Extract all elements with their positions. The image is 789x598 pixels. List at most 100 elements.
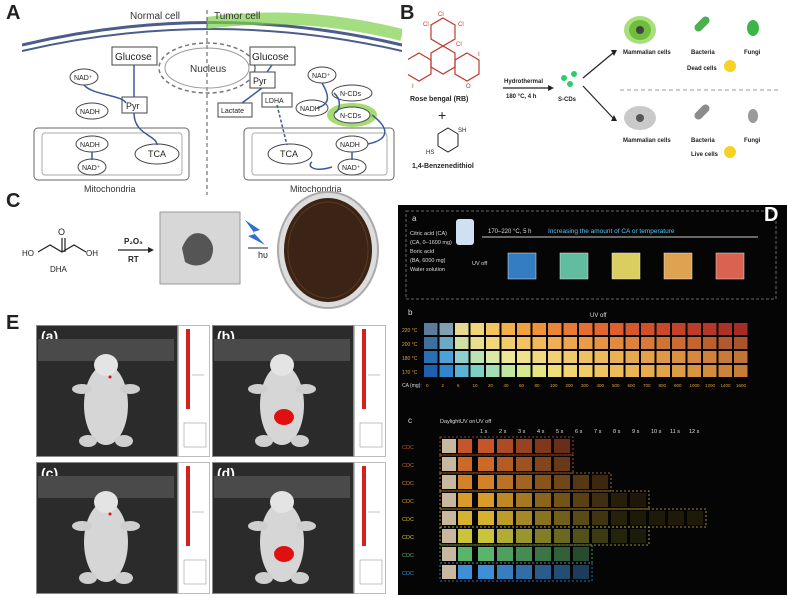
tumor-cell-label: Tumor cell xyxy=(214,11,260,22)
d-uv-off-top: UV off xyxy=(472,261,488,267)
d-row-outline xyxy=(439,472,612,492)
nad-label-4: NAD⁺ xyxy=(342,165,361,172)
d-grid-cell xyxy=(501,351,515,363)
d-ca-value: 500 xyxy=(612,383,620,388)
d-uv-on-cell xyxy=(458,547,472,561)
d-cdc-label: CDC xyxy=(402,535,414,541)
d-grid-cell xyxy=(439,337,453,349)
d-grid-cell xyxy=(455,365,469,377)
mammalian-bottom-label: Mammalian cells xyxy=(623,138,671,144)
d-grid-cell xyxy=(486,365,500,377)
d-grid-cell xyxy=(641,365,655,377)
d-cube xyxy=(663,252,693,280)
lactate-label: Lactate xyxy=(221,108,244,115)
d-ca-value: 100 xyxy=(550,383,558,388)
d-grid-cell xyxy=(656,337,670,349)
d-ca-label: CA (mg): xyxy=(402,383,422,389)
plus-sign: + xyxy=(438,107,446,123)
d-increasing-label: Increasing the amount of CA or temperatu… xyxy=(548,228,675,235)
d-grid-cell xyxy=(548,351,562,363)
d-grid-cell xyxy=(486,351,500,363)
mouse-image-a: (a) xyxy=(36,325,178,457)
d-grid-cell xyxy=(687,365,701,377)
subpanel-label-a: (a) xyxy=(41,328,59,344)
d-grid-cell xyxy=(563,351,577,363)
svg-text:I: I xyxy=(412,84,414,90)
d-grid-cell xyxy=(517,323,531,335)
d-reagent-label: (CA, 0–1600 mg) xyxy=(410,240,452,246)
d-decay-cell xyxy=(478,457,494,471)
d-ca-value: 200 xyxy=(566,383,574,388)
glucose-right-label: Glucose xyxy=(252,52,289,63)
d-reagent-label: Boric acid xyxy=(410,249,434,255)
d-decay-cell xyxy=(554,547,570,561)
d-decay-cell xyxy=(573,511,589,525)
d-ca-value: 1600 xyxy=(736,383,747,388)
d-uv-on-cell xyxy=(458,475,472,489)
panel-letter-e: E xyxy=(6,312,20,334)
d-uv-on-cell xyxy=(458,511,472,525)
subpanel-label-b: (b) xyxy=(217,328,235,344)
d-temp-label: 180 °C xyxy=(402,356,418,362)
d-row-outline xyxy=(439,490,650,510)
d-decay-cell xyxy=(478,547,494,561)
d-uv-on-cell xyxy=(458,565,472,579)
d-decay-cell xyxy=(573,493,589,507)
d-decay-cell xyxy=(592,493,608,507)
d-sub-c-label: c xyxy=(408,416,412,425)
d-sub-a-label: a xyxy=(412,214,417,223)
d-grid-cell xyxy=(610,323,624,335)
d-ca-value: 60 xyxy=(519,383,525,388)
d-decay-cell xyxy=(535,457,551,471)
d-grid-cell xyxy=(455,337,469,349)
live-cells-label: Live cells xyxy=(691,152,719,158)
d-row-outline xyxy=(439,436,574,456)
d-decay-cell xyxy=(611,529,627,543)
d-decay-cell xyxy=(535,493,551,507)
d-temp-label: 220 °C xyxy=(402,328,418,334)
d-ca-value: 10 xyxy=(473,383,479,388)
d-decay-cell xyxy=(554,475,570,489)
d-grid-cell xyxy=(672,323,686,335)
d-decay-cell xyxy=(516,439,532,453)
d-grid-cell xyxy=(486,323,500,335)
svg-text:HO: HO xyxy=(22,249,34,258)
d-grid-cell xyxy=(424,337,438,349)
panel-c-diagram: O HO OH DHA P₂O₅ RT hυ xyxy=(22,191,379,309)
svg-text:I: I xyxy=(478,52,480,58)
hv-label: hυ xyxy=(258,250,268,260)
panel-letter-d: D xyxy=(764,204,779,226)
d-time-label: 3 s xyxy=(518,429,526,435)
d-uv-on-label: UV on xyxy=(460,419,475,425)
d-temp-label: 170 °C xyxy=(402,370,418,376)
d-decay-cell xyxy=(611,493,627,507)
d-grid-cell xyxy=(548,365,562,377)
d-decay-cell xyxy=(497,547,513,561)
panel-a-diagram: Normal cell Tumor cell Nucleus Glucose G… xyxy=(22,10,402,195)
d-temp-label: 200 °C xyxy=(402,342,418,348)
d-grid-cell xyxy=(718,365,732,377)
d-decay-cell xyxy=(630,493,646,507)
d-cdc-label: CDC xyxy=(402,571,414,577)
d-decay-cell xyxy=(516,529,532,543)
d-grid-cell xyxy=(455,323,469,335)
d-cdc-label: CDC xyxy=(402,445,414,451)
d-grid-cell xyxy=(501,337,515,349)
d-time-label: 11 s xyxy=(670,429,680,435)
d-grid-cell xyxy=(548,337,562,349)
panel-letter-b: B xyxy=(400,2,415,24)
d-grid-cell xyxy=(703,323,717,335)
d-ca-value: 300 xyxy=(581,383,589,388)
d-decay-cell xyxy=(611,511,627,525)
d-decay-cell xyxy=(478,493,494,507)
d-cdc-label: CDC xyxy=(402,481,414,487)
d-grid-cell xyxy=(439,351,453,363)
d-time-label: 6 s xyxy=(575,429,583,435)
d-grid-cell xyxy=(470,351,484,363)
glucose-left-label: Glucose xyxy=(115,52,152,63)
d-beaker xyxy=(456,219,474,245)
d-decay-cell xyxy=(554,529,570,543)
d-decay-cell xyxy=(497,565,513,579)
